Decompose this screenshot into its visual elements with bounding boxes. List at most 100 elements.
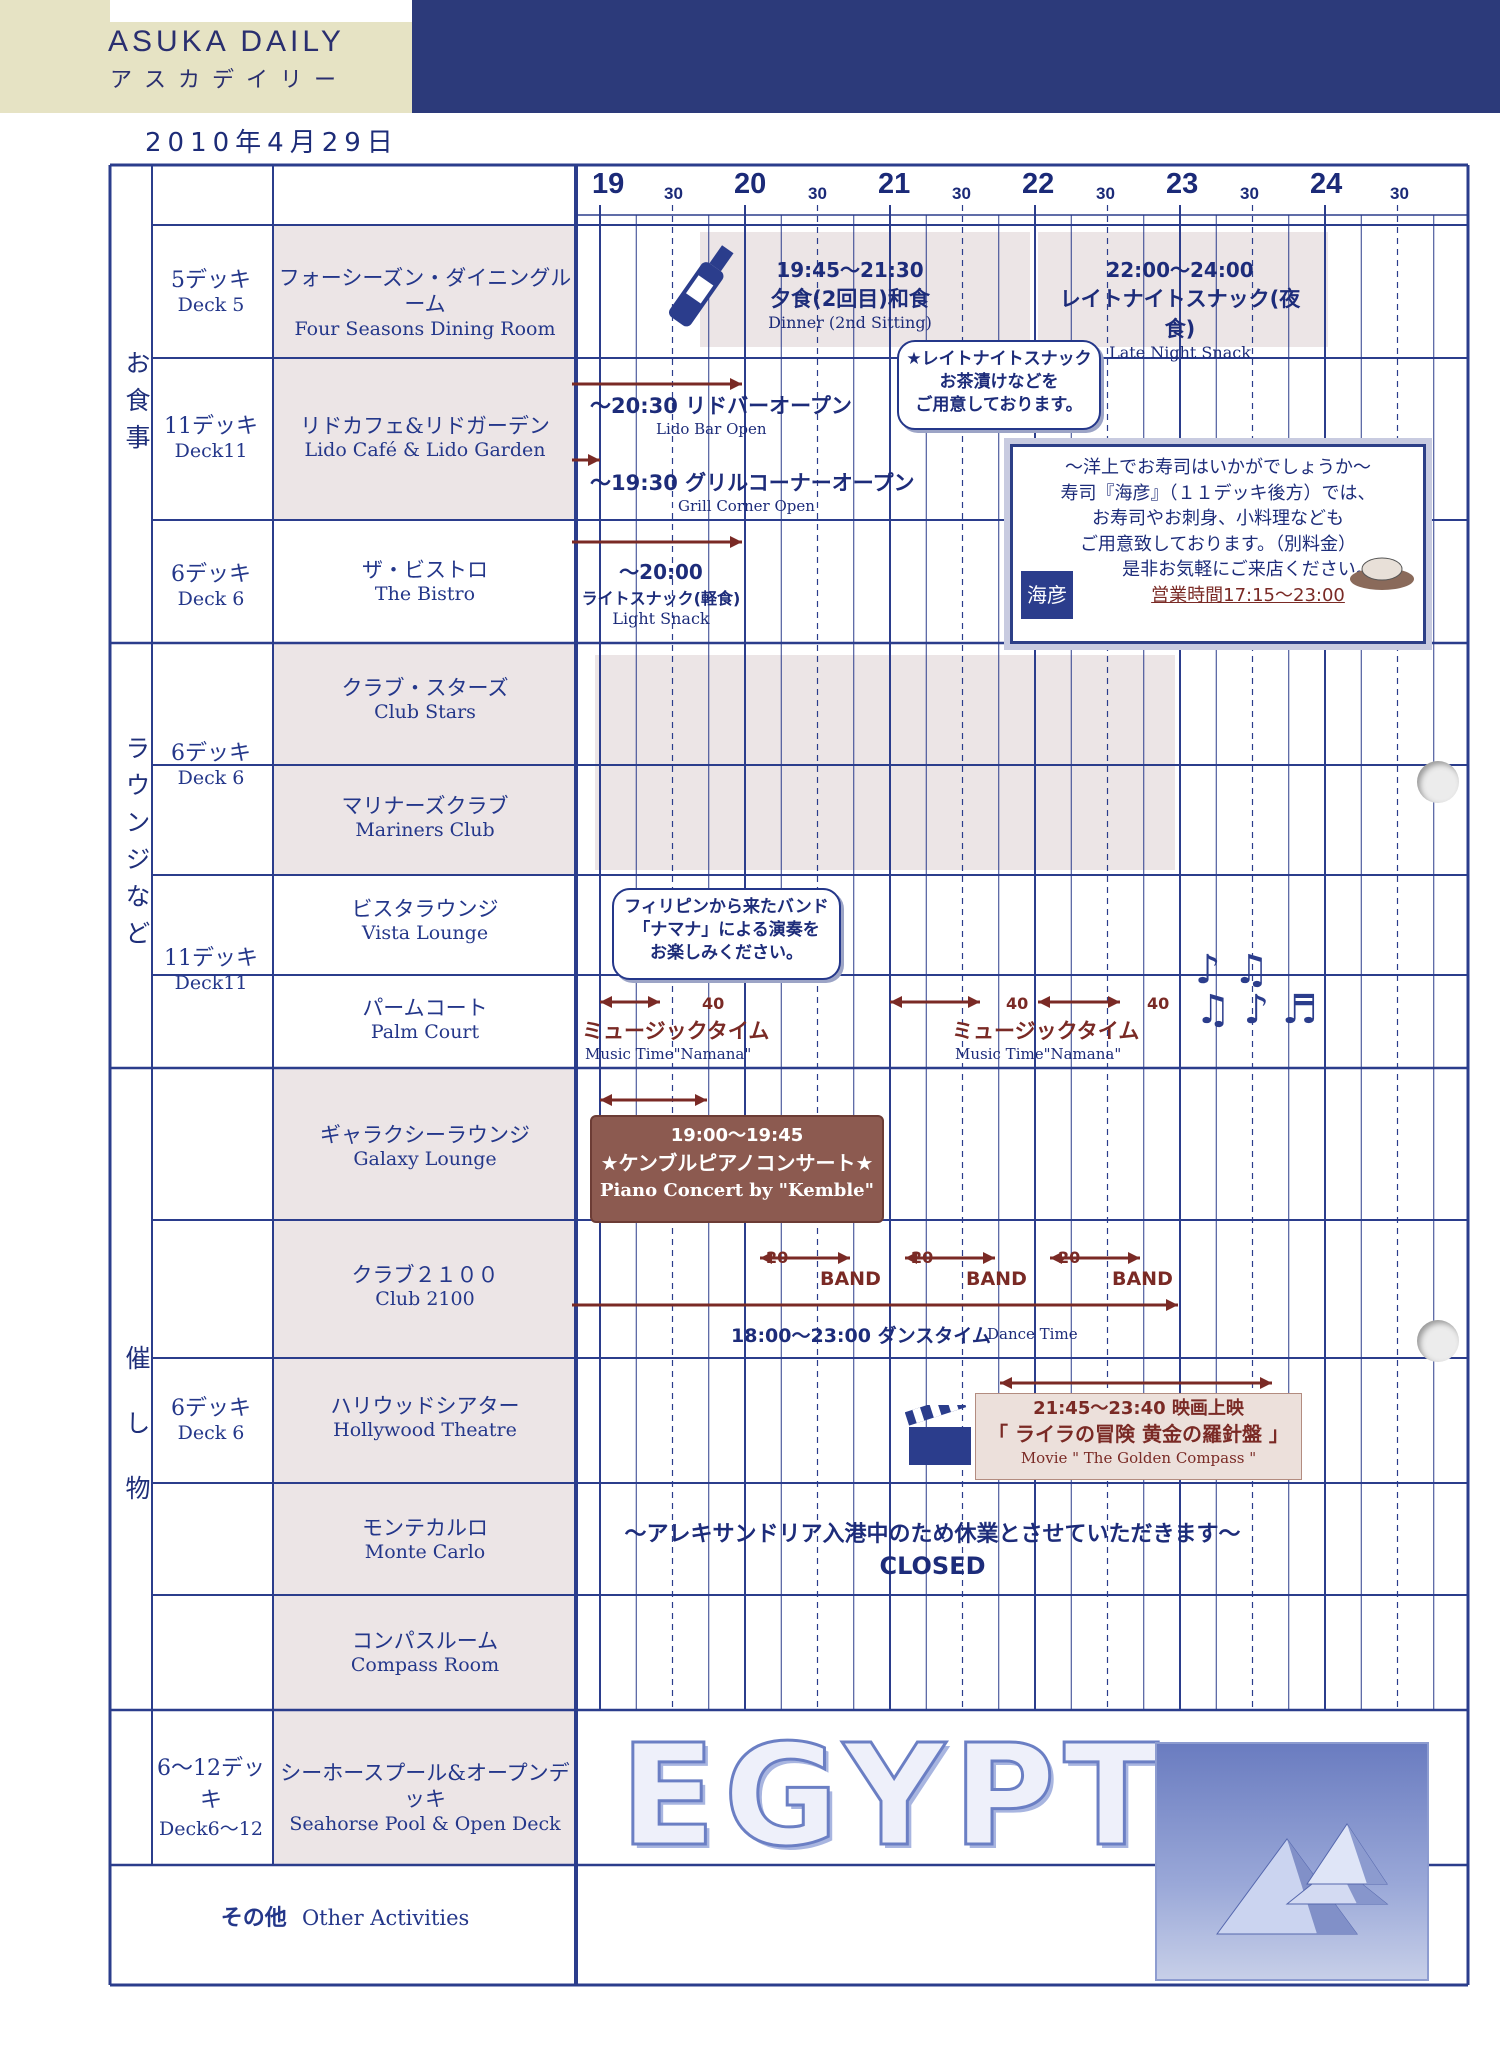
arrow-head [1166, 1299, 1178, 1311]
late-snack-bubble: ★レイトナイトスナックお茶漬けなどをご用意しております。 [897, 340, 1101, 430]
grid-band [1038, 232, 1328, 347]
arrow-head [648, 996, 660, 1008]
event-grill: 〜19:30 グリルコーナーオープン [590, 471, 915, 495]
event-music-time-2: ミュージックタイム [952, 1019, 1140, 1043]
arrow-head [1108, 996, 1120, 1008]
music-minutes: 40 [1147, 994, 1170, 1013]
arrow-head [588, 454, 600, 466]
arrow-head [695, 1094, 707, 1106]
band-minutes: 20 [1058, 1248, 1081, 1267]
event-movie: 21:45〜23:40 映画上映 「 ライラの冒険 黄金の羅針盤 」 Movie… [975, 1393, 1302, 1480]
hour-22: 22 [1022, 168, 1055, 200]
arrow-head [968, 996, 980, 1008]
grid-band [273, 225, 576, 520]
event-music-time-1-en: Music Time"Namana" [585, 1045, 752, 1063]
clapperboard-icon [904, 1393, 975, 1467]
arrow-head [905, 1252, 917, 1264]
arrow-head [1050, 1252, 1062, 1264]
wine-bottle-icon [665, 235, 745, 340]
pyramids-image [1155, 1742, 1429, 1981]
event-lido-bar: 〜20:30 リドバーオープン [590, 394, 852, 418]
half-hour-label: 30 [808, 184, 827, 203]
arrow-head [838, 1252, 850, 1264]
sushi-ad-box: 〜洋上でお寿司はいかがでしょうか〜 寿司『海彦』（１１デッキ後方）では、 お寿司… [1010, 444, 1426, 644]
arrow-head [600, 1094, 612, 1106]
page-header: ASUKA DAILY アスカデイリー [0, 0, 1500, 113]
half-hour-label: 30 [952, 184, 971, 203]
header-brand-panel: ASUKA DAILY アスカデイリー [0, 0, 412, 113]
half-hour-label: 30 [1240, 184, 1259, 203]
arrow-head [730, 378, 742, 390]
header-accent-bar [412, 0, 1500, 113]
arrow-head [1260, 1377, 1272, 1389]
sushi-logo: 海彦 [1021, 571, 1073, 619]
music-notes-icon: ♪ ♫♫ ♪ ♬ [1195, 947, 1318, 1033]
band-bubble: フィリピンから来たバンド「ナマナ」による演奏をお楽しみください。 [612, 888, 841, 980]
category-lounges: ラウンジなど [122, 735, 151, 957]
event-grill-en: Grill Corner Open [678, 497, 815, 515]
band-label: BAND [820, 1268, 881, 1290]
band-label: BAND [966, 1268, 1027, 1290]
grid-band [273, 1710, 576, 1865]
hour-19: 19 [592, 168, 625, 200]
music-minutes: 40 [1006, 994, 1029, 1013]
event-dance-time: 18:00〜23:00 ダンスタイム [731, 1325, 991, 1347]
arrow-head [1128, 1252, 1140, 1264]
punch-hole [1417, 1320, 1459, 1362]
closed-notice: 〜アレキサンドリア入港中のため休業とさせていただきます〜 CLOSED [624, 1522, 1241, 1580]
arrow-head [983, 1252, 995, 1264]
grid-band [273, 643, 576, 875]
punch-hole [1417, 761, 1459, 803]
page-date: 2010年4月29日 [145, 128, 399, 158]
arrow-head [1038, 996, 1050, 1008]
half-hour-label: 30 [664, 184, 683, 203]
arrow-head [890, 996, 902, 1008]
event-lido-bar-en: Lido Bar Open [656, 420, 767, 438]
grid-band [595, 770, 1175, 870]
band-minutes: 20 [766, 1248, 789, 1267]
category-events: 催し物 [122, 1345, 151, 1540]
grid-band [700, 232, 1030, 347]
arrow-head [760, 1252, 772, 1264]
sushi-plate-icon [1347, 547, 1417, 593]
hour-24: 24 [1310, 168, 1343, 200]
band-minutes: 20 [911, 1248, 934, 1267]
band-label: BAND [1112, 1268, 1173, 1290]
event-dance-time-en: Dance Time [987, 1325, 1078, 1343]
event-music-time-2-en: Music Time"Namana" [955, 1045, 1122, 1063]
brand-title: ASUKA DAILY [108, 25, 345, 58]
venue-other: その他 Other Activities [220, 1905, 470, 1931]
event-music-time-1: ミュージックタイム [582, 1019, 770, 1043]
hour-23: 23 [1166, 168, 1199, 200]
hour-20: 20 [734, 168, 767, 200]
grid-band [273, 1068, 576, 1710]
music-minutes: 40 [702, 994, 725, 1013]
category-meals: お食事 [122, 350, 151, 461]
hour-21: 21 [878, 168, 911, 200]
half-hour-label: 30 [1096, 184, 1115, 203]
